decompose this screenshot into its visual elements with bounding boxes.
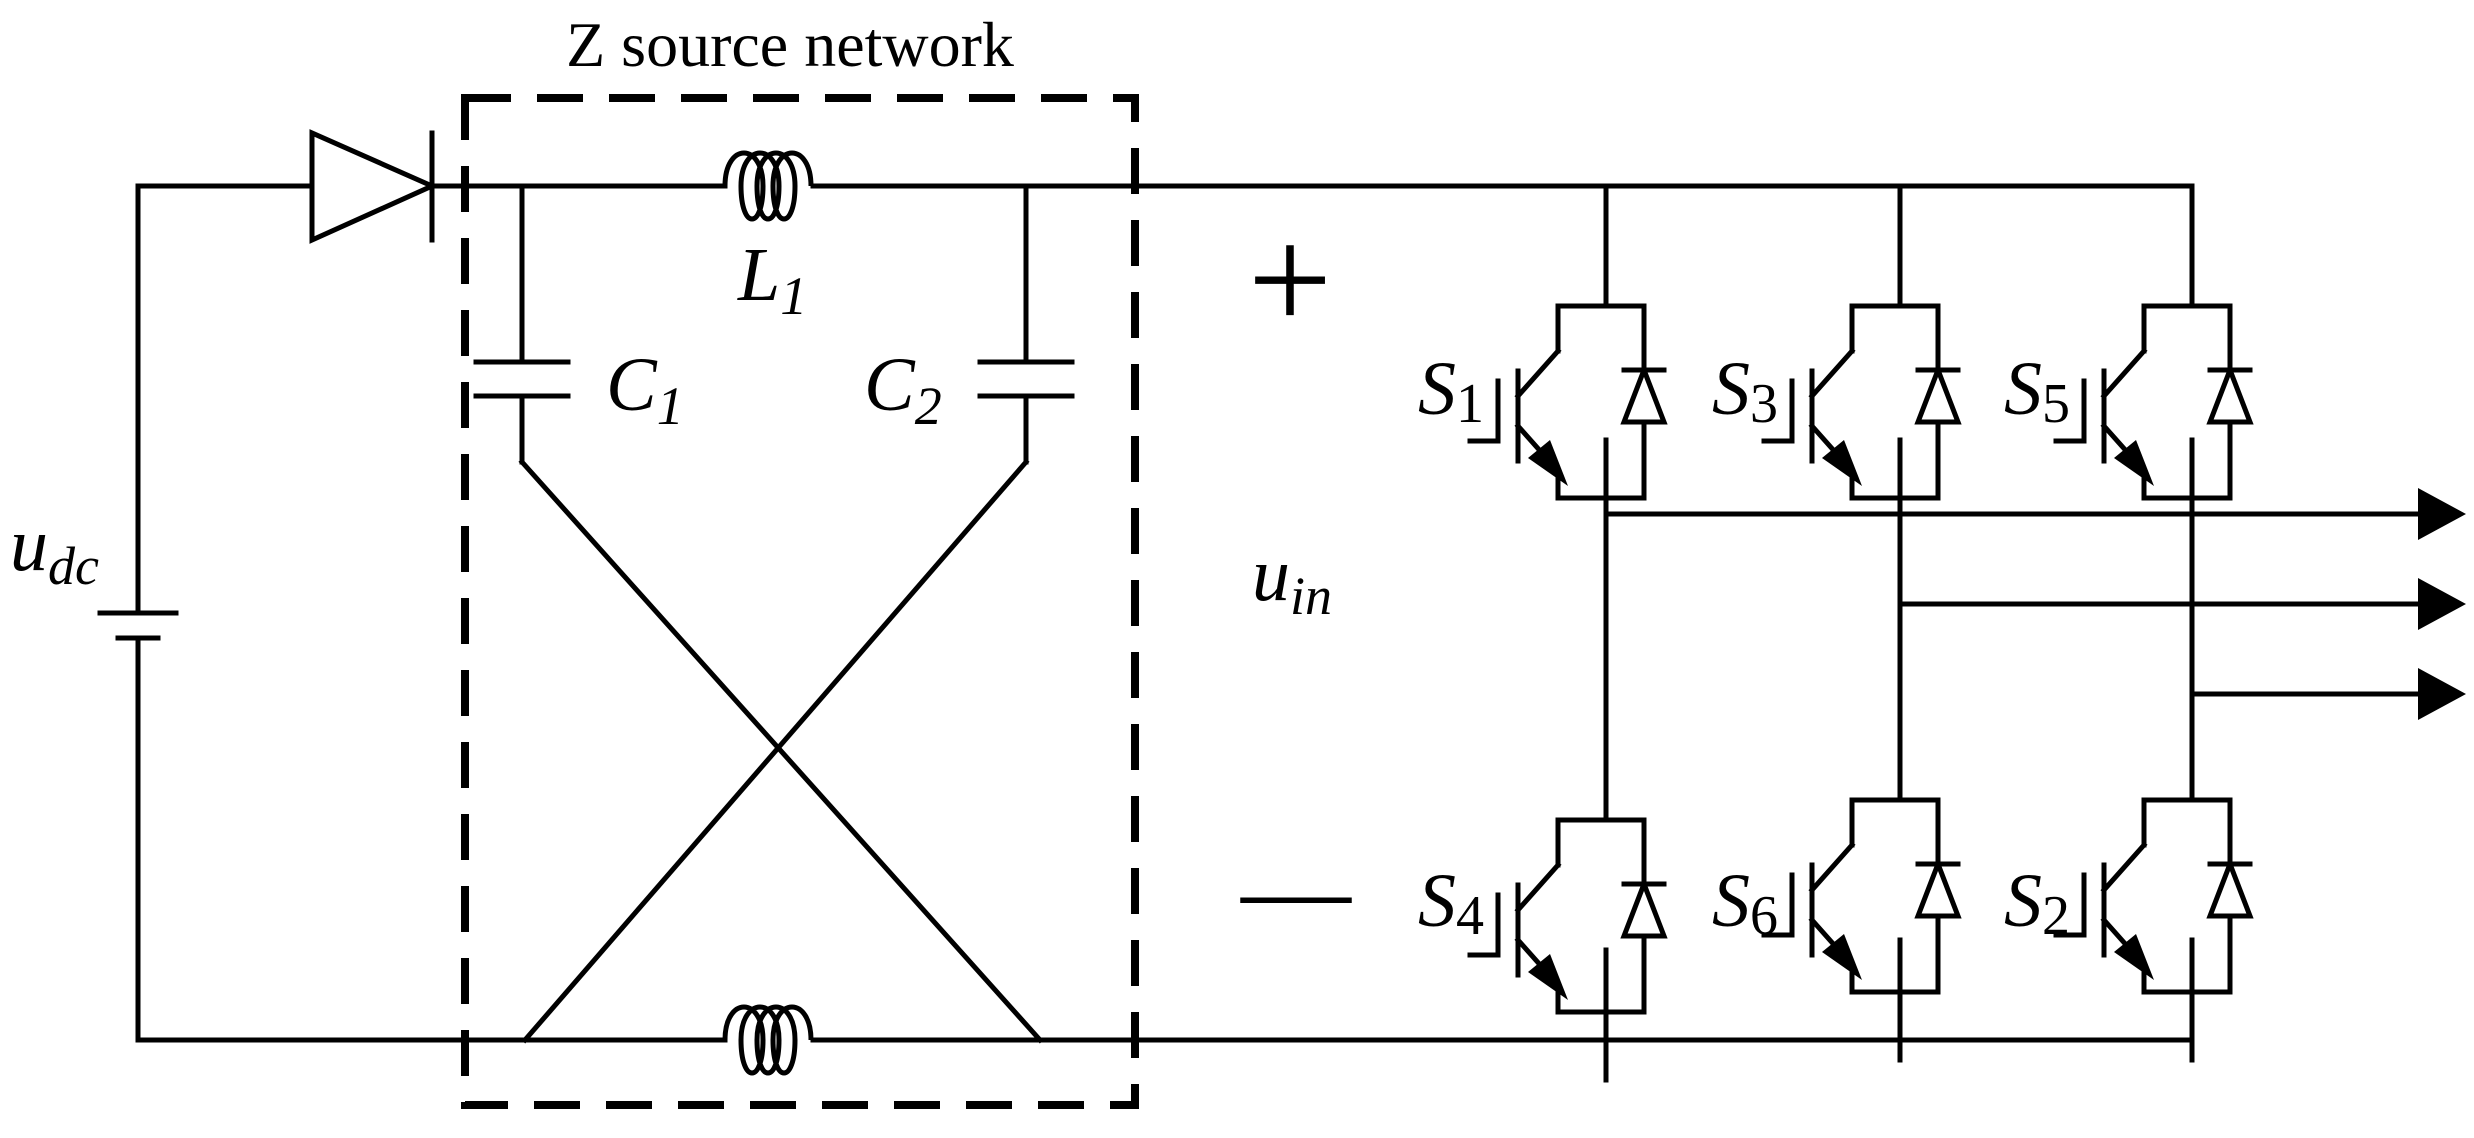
- capacitor-c1-label: C1: [606, 343, 684, 436]
- output-phase-a: [1603, 488, 2466, 540]
- inductor-l1-label: L1: [737, 233, 807, 326]
- igbt-s6: [1764, 740, 1958, 1060]
- capacitor-c2: [977, 183, 1075, 465]
- inductor-l1: [722, 150, 840, 222]
- switch-label-s5: S5: [2004, 347, 2070, 435]
- switch-label-s6: S6: [1712, 859, 1778, 947]
- switch-label-s4: S4: [1418, 859, 1484, 947]
- igbt-s4: [1470, 760, 1664, 1080]
- igbt-s2: [2056, 740, 2250, 1060]
- switch-label-s2: S2: [2004, 859, 2070, 947]
- input-diode: [309, 129, 439, 244]
- output-phase-c: [2189, 668, 2466, 720]
- cross-connections: [518, 458, 1044, 1044]
- igbt-s1: [1470, 246, 1664, 566]
- bottom-rail: [135, 1004, 2195, 1076]
- z-source-network-boundary: [461, 94, 1139, 1109]
- plus-sign: +: [1248, 197, 1333, 363]
- igbt-s5: [2056, 246, 2250, 566]
- switch-label-s3: S3: [1712, 347, 1778, 435]
- dc-source: [97, 183, 179, 1043]
- source-voltage-label: udc: [10, 503, 99, 596]
- diagram-title: Z source network: [566, 9, 1014, 80]
- capacitor-c2-label: C2: [864, 343, 942, 436]
- switch-label-s1: S1: [1418, 347, 1484, 435]
- capacitor-c1: [473, 183, 571, 465]
- igbt-s3: [1764, 246, 1958, 566]
- output-phase-b: [1897, 578, 2466, 630]
- input-voltage-label: uin: [1252, 533, 1332, 626]
- minus-sign: —: [1240, 828, 1352, 950]
